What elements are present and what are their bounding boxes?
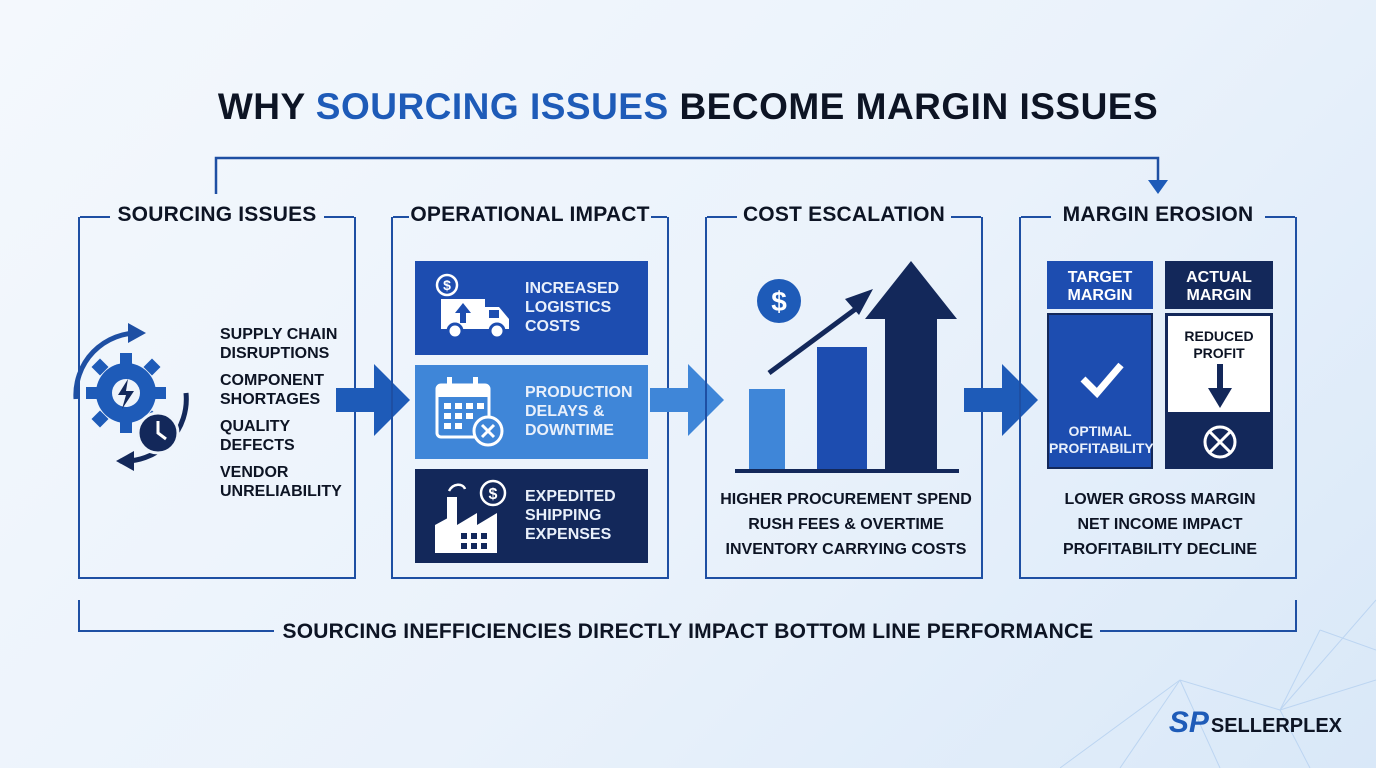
- margin-erosion-list: LOWER GROSS MARGIN NET INCOME IMPACT PRO…: [1021, 487, 1299, 562]
- panel-title: COST ESCALATION: [742, 203, 946, 226]
- list-item: VENDOR UNRELIABILITY: [220, 464, 342, 500]
- background-network-decoration: [1060, 599, 1376, 768]
- sourcing-issues-list: SUPPLY CHAIN DISRUPTIONS COMPONENT SHORT…: [220, 325, 342, 501]
- bottom-bracket-left-bar: [78, 630, 274, 632]
- logo-mark: SP: [1168, 706, 1209, 739]
- svg-text:$: $: [443, 277, 451, 293]
- svg-text:$: $: [771, 286, 787, 317]
- actual-margin-body: REDUCED PROFIT: [1184, 328, 1254, 361]
- factory-dollar-icon: $: [435, 479, 507, 553]
- actual-margin-reduced-area: REDUCED PROFIT: [1165, 313, 1273, 415]
- target-margin-body: OPTIMAL PROFITABILITY: [1049, 423, 1154, 456]
- actual-margin-bar: [1165, 415, 1273, 469]
- panel-operational-impact: OPERATIONAL IMPACT $ INCREASED LOGISTICS…: [391, 203, 669, 579]
- gear-clock-cycle-icon: [73, 323, 189, 471]
- list-item: COMPONENT SHORTAGES: [220, 372, 324, 408]
- svg-text:$: $: [489, 486, 498, 503]
- bottom-bracket-left: [78, 600, 80, 632]
- impact-card-label: PRODUCTION DELAYS & DOWNTIME: [525, 384, 633, 439]
- broken-coin-icon: [1203, 425, 1237, 459]
- panel-title: MARGIN EROSION: [1062, 203, 1254, 226]
- cost-escalation-list: HIGHER PROCUREMENT SPEND RUSH FEES & OVE…: [707, 487, 985, 562]
- impact-card-label: INCREASED LOGISTICS COSTS: [525, 280, 620, 335]
- impact-card-shipping: $ EXPEDITED SHIPPING EXPENSES: [415, 469, 648, 563]
- target-margin-header: TARGET MARGIN: [1047, 261, 1153, 309]
- impact-card-production: PRODUCTION DELAYS & DOWNTIME: [415, 365, 648, 459]
- bottom-bracket-right-bar: [1100, 630, 1297, 632]
- list-item: RUSH FEES & OVERTIME: [748, 516, 944, 533]
- list-item: QUALITY DEFECTS: [220, 418, 295, 454]
- calendar-cancel-icon: [435, 377, 504, 447]
- impact-card-logistics: $ INCREASED LOGISTICS COSTS: [415, 261, 648, 355]
- actual-margin-header: ACTUAL MARGIN: [1165, 261, 1273, 309]
- panel-title: SOURCING ISSUES: [117, 203, 317, 226]
- target-margin-bar: OPTIMAL PROFITABILITY: [1047, 313, 1154, 469]
- list-item: NET INCOME IMPACT: [1077, 516, 1243, 533]
- bottom-bracket-right: [1295, 600, 1297, 632]
- page-title: WHY SOURCING ISSUES BECOME MARGIN ISSUES: [217, 86, 1159, 127]
- truck-dollar-icon: $: [435, 273, 509, 340]
- panel-cost-escalation: COST ESCALATION $ HIGHER PROCUREMENT SPE…: [705, 203, 985, 579]
- down-arrow-icon: [1208, 364, 1232, 408]
- feedback-connector-arrow: [214, 156, 1168, 194]
- logo-text: SELLERPLEX: [1210, 715, 1342, 737]
- impact-card-label: EXPEDITED SHIPPING EXPENSES: [525, 488, 616, 543]
- bottom-tagline: SOURCING INEFFICIENCIES DIRECTLY IMPACT …: [282, 620, 1094, 643]
- panel-title: OPERATIONAL IMPACT: [410, 203, 650, 226]
- list-item: SUPPLY CHAIN DISRUPTIONS: [220, 326, 338, 362]
- list-item: PROFITABILITY DECLINE: [1062, 541, 1258, 558]
- panel-margin-erosion: MARGIN EROSION TARGET MARGIN OPTIMAL PRO…: [1019, 203, 1299, 579]
- panel-sourcing-issues: SOURCING ISSUES SUPPLY CHAIN DISRUPTIONS…: [73, 203, 356, 579]
- list-item: INVENTORY CARRYING COSTS: [725, 541, 967, 558]
- list-item: HIGHER PROCUREMENT SPEND: [720, 491, 972, 508]
- check-icon: [1080, 362, 1124, 399]
- rising-bars-dollar-icon: $: [735, 261, 959, 473]
- list-item: LOWER GROSS MARGIN: [1064, 491, 1256, 508]
